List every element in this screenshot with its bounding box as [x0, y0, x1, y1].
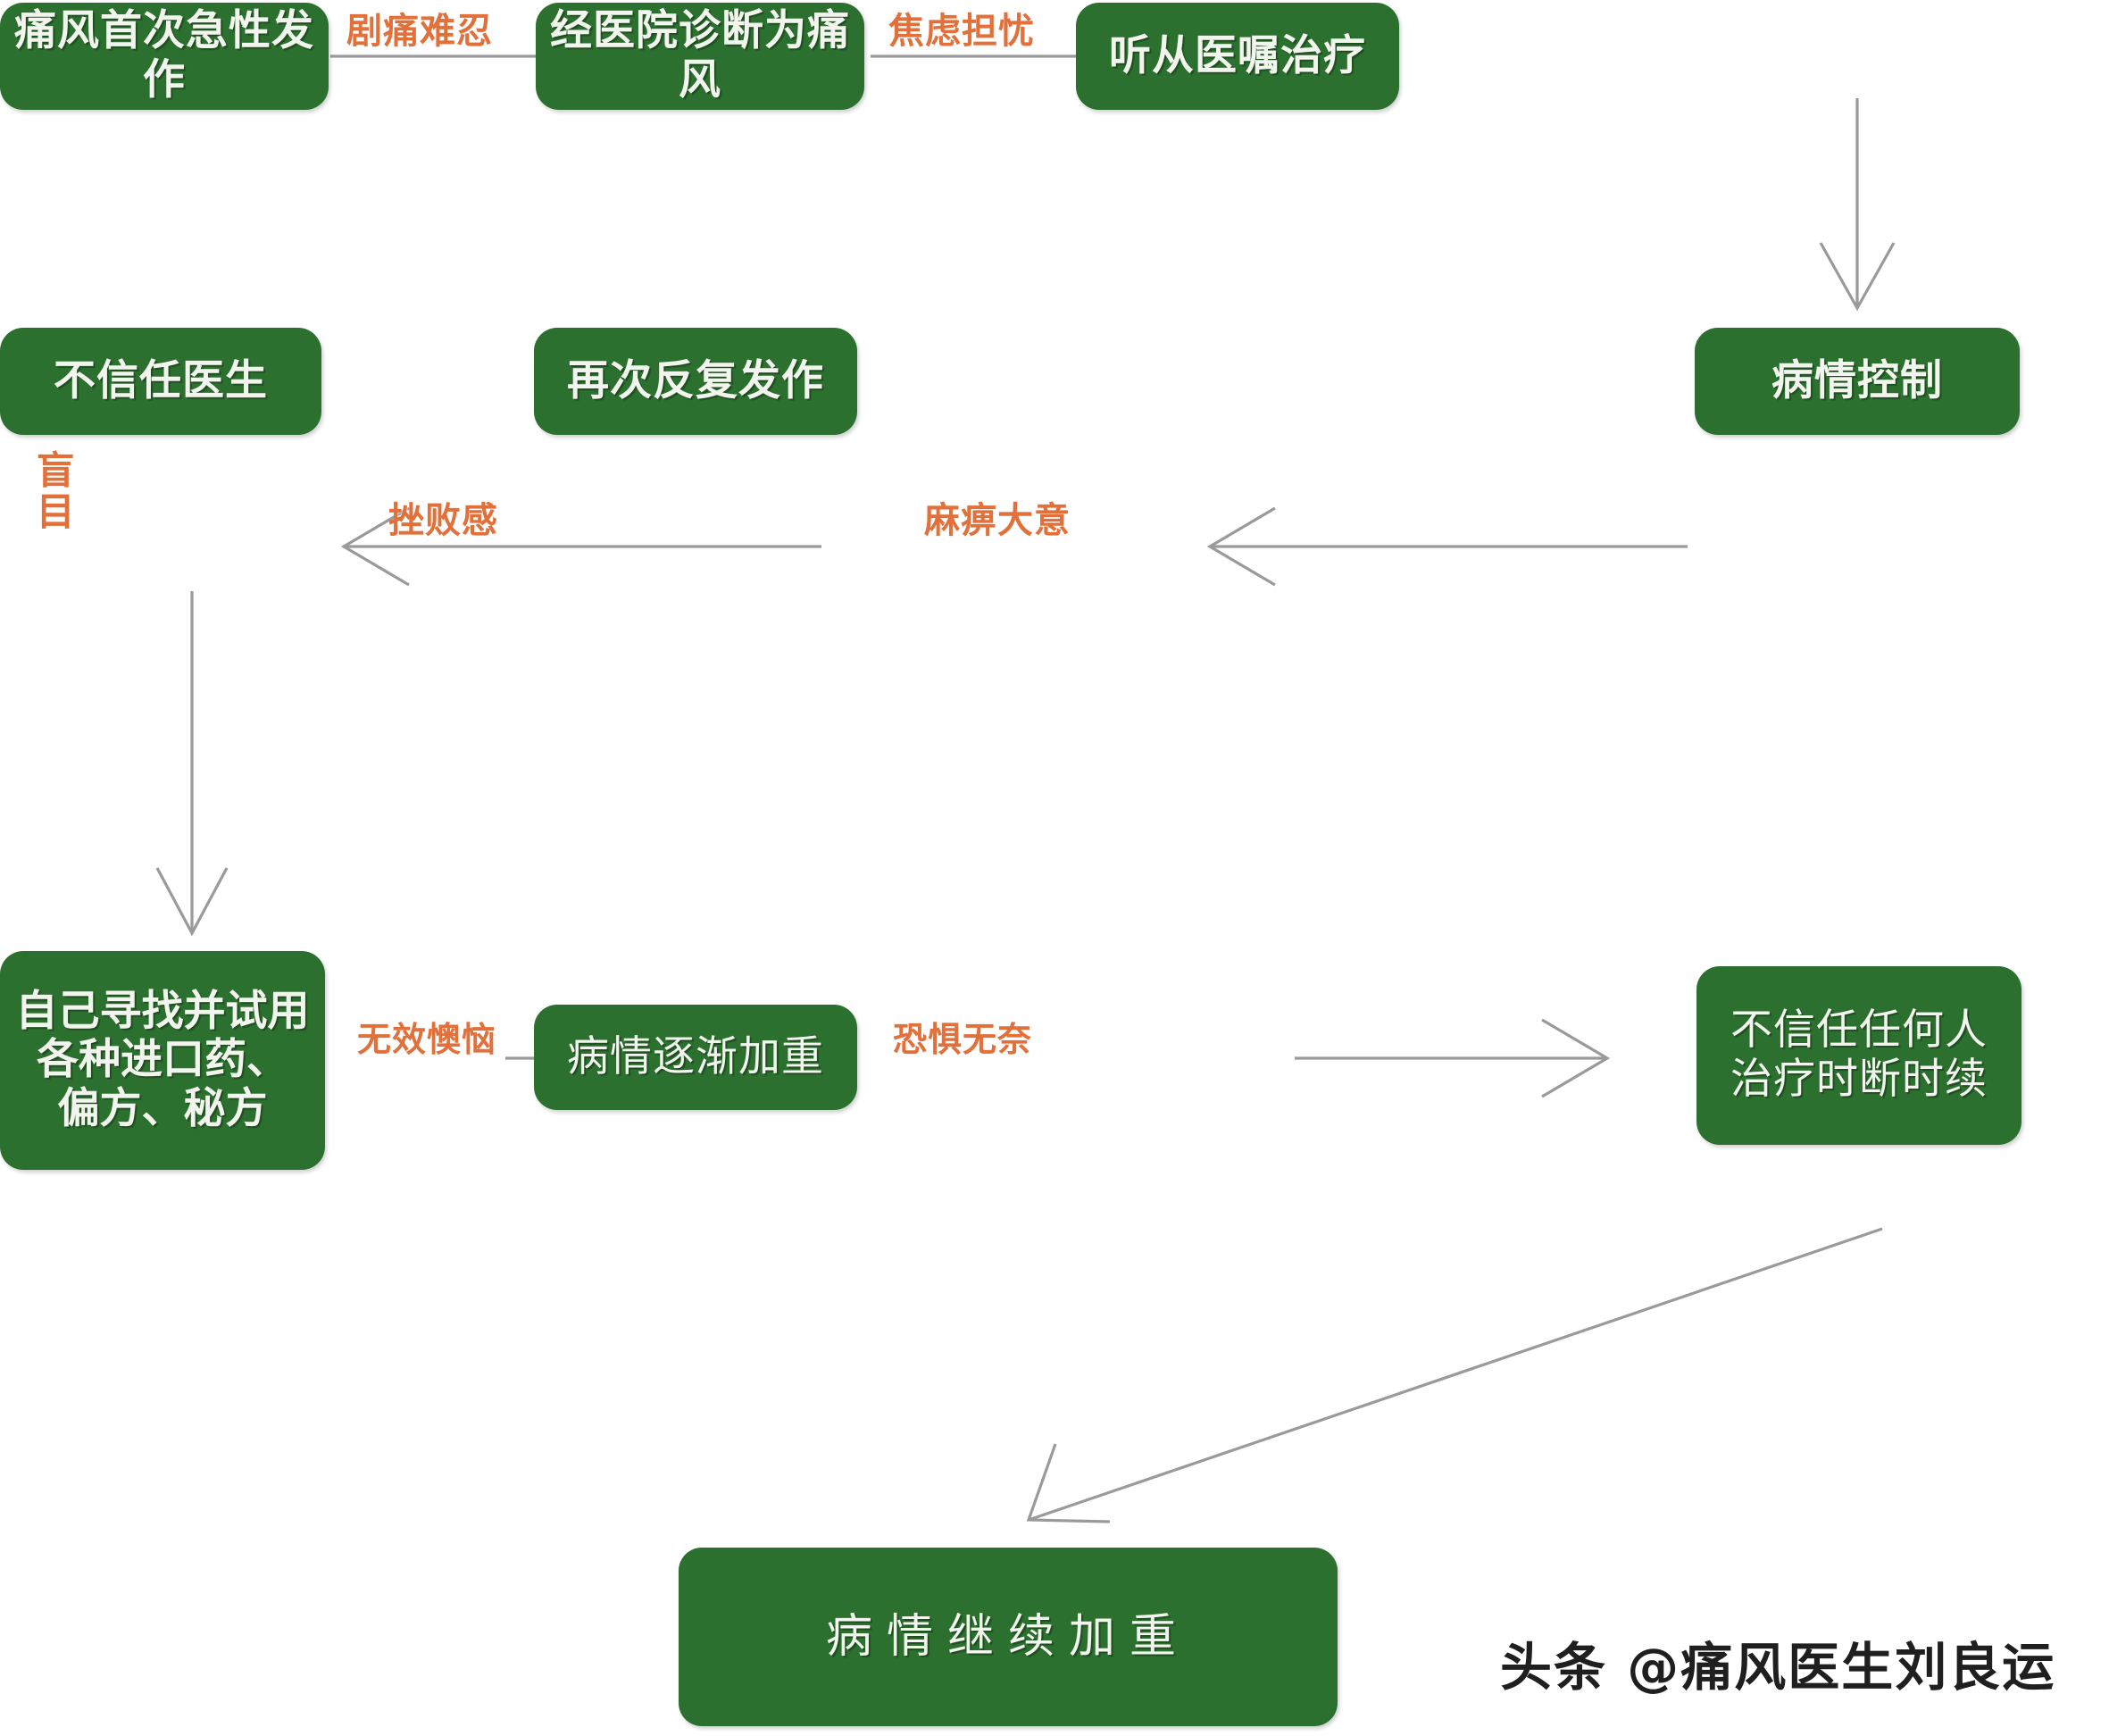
node-condition-keeps-worsening[interactable]: 病情继续加重	[679, 1548, 1338, 1726]
node-first-acute-attack[interactable]: 痛风首次急性发作	[0, 3, 329, 110]
node-self-seek-imported-drugs[interactable]: 自己寻找并试用 各种进口药、 偏方、秘方	[0, 951, 325, 1170]
arrow-n3-to-n4	[1819, 98, 1896, 312]
edge-label-anxiety-worry: 焦虑担忧	[888, 11, 1035, 52]
edge-label-fear-helpless: 恐惧无奈	[893, 1020, 1033, 1059]
edge-label-frustration: 挫败感	[388, 500, 498, 541]
node-condition-worsens-gradually[interactable]: 病情逐渐加重	[534, 1005, 857, 1110]
node-condition-controlled[interactable]: 病情控制	[1695, 328, 2020, 435]
node-label: 不信任任何人 治疗时断时续	[1730, 1006, 1988, 1104]
edge-label-careless: 麻痹大意	[924, 500, 1071, 541]
node-label: 病情控制	[1771, 355, 1943, 405]
node-hospital-diagnosis[interactable]: 经医院诊断为痛风	[536, 3, 864, 110]
node-label: 病情逐渐加重	[567, 1031, 824, 1081]
arrow-n6-to-n7	[155, 591, 229, 937]
edge-label-blindly: 盲目	[36, 449, 76, 536]
edge-label-ineffective-regret: 无效懊恼	[357, 1020, 497, 1059]
node-follow-doctor-advice[interactable]: 听从医嘱治疗	[1076, 3, 1399, 110]
node-repeated-attacks[interactable]: 再次反复发作	[534, 328, 857, 435]
node-label: 不信任医生	[54, 355, 268, 405]
arrow-n4-to-n5	[1206, 506, 1688, 587]
node-label: 自己寻找并试用 各种进口药、 偏方、秘方	[15, 986, 310, 1133]
edge-label-severe-pain: 剧痛难忍	[346, 11, 493, 52]
node-distrust-doctor[interactable]: 不信任医生	[0, 328, 321, 435]
node-label: 痛风首次急性发作	[14, 6, 314, 104]
arrow-n9-to-n10	[1026, 1227, 1883, 1523]
arrow-n8-to-n9	[1295, 1018, 1611, 1098]
node-label: 病情继续加重	[825, 1609, 1190, 1664]
node-label: 听从医嘱治疗	[1109, 30, 1366, 80]
watermark: 头条 @痛风医生刘良运	[1500, 1637, 2056, 1698]
node-label: 再次反复发作	[567, 355, 824, 405]
node-label: 经医院诊断为痛风	[550, 6, 850, 104]
node-distrust-everyone[interactable]: 不信任任何人 治疗时断时续	[1696, 966, 2021, 1145]
